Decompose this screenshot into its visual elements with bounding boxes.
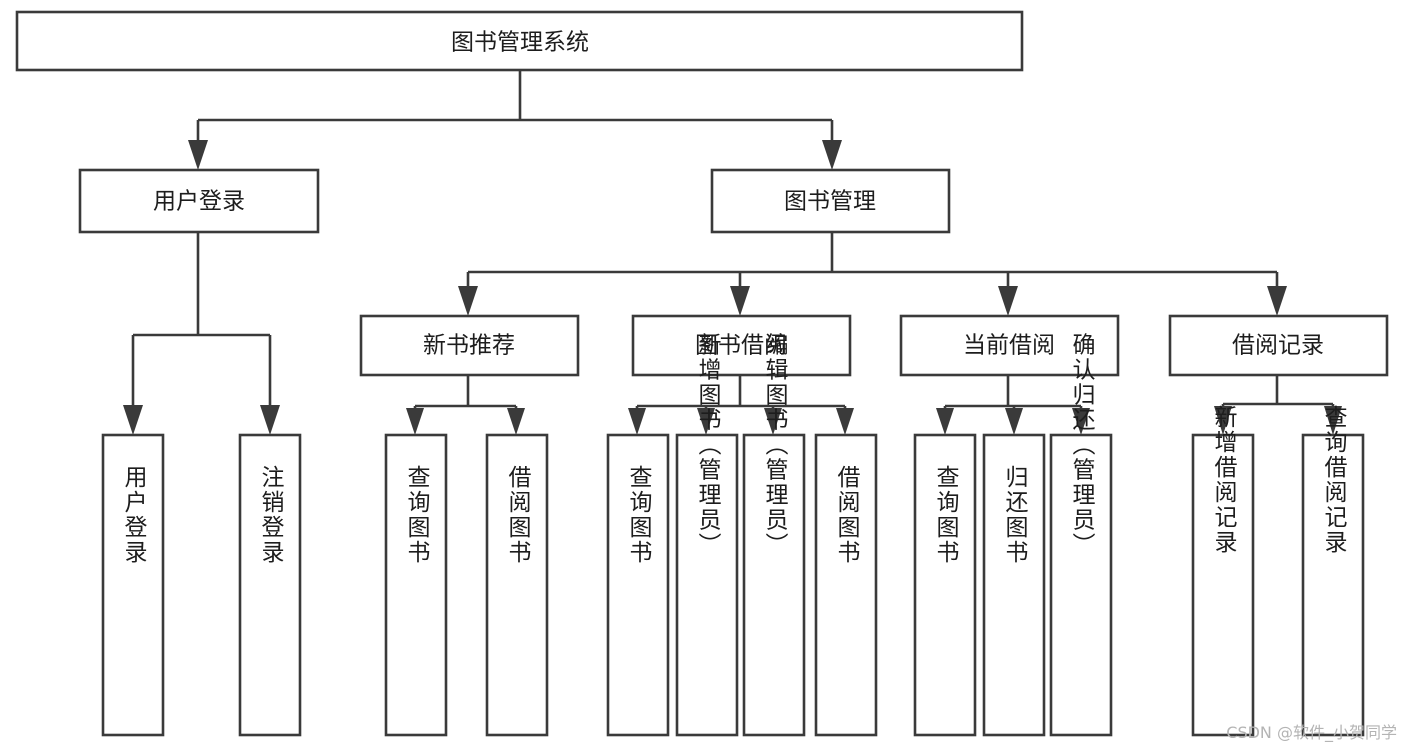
node-leaf-query-book-1-label: 查询图书: [403, 465, 431, 565]
node-leaf-borrow-book-2[interactable]: 借阅图书: [814, 433, 878, 737]
node-book-manage[interactable]: 图书管理: [710, 168, 951, 234]
node-leaf-borrow-book-1-label: 借阅图书: [504, 465, 532, 565]
arrow-head-new-book-rec: [458, 286, 478, 316]
node-leaf-return-book-box[interactable]: [982, 433, 1046, 737]
node-user-login-label: 用户登录: [153, 189, 245, 215]
arrow-head-leaf-query-record: [1324, 406, 1342, 435]
node-leaf-query-book-2-box[interactable]: [606, 433, 670, 737]
node-leaf-add-record[interactable]: 新增借阅记录: [1191, 405, 1255, 737]
node-leaf-user-login-label: 用户登录: [120, 465, 148, 565]
node-user-login-box[interactable]: [78, 168, 320, 234]
node-leaf-query-record[interactable]: 查询借阅记录: [1301, 405, 1365, 737]
node-leaf-return-book[interactable]: 归还图书: [982, 433, 1046, 737]
node-leaf-add-book[interactable]: 新增图书（管理员）: [675, 333, 739, 737]
node-book-borrow-label: 图书借阅: [695, 333, 787, 359]
node-leaf-user-login-box[interactable]: [101, 433, 165, 737]
arrow-head-current-borrow: [998, 286, 1018, 316]
arrow-head-leaf-user-logout: [260, 405, 280, 435]
node-leaf-query-book-2-label: 查询图书: [625, 465, 653, 565]
node-leaf-borrow-book-1[interactable]: 借阅图书: [485, 433, 549, 737]
node-new-book-rec[interactable]: 新书推荐: [359, 314, 580, 377]
node-leaf-edit-book-label: 编辑图书（管理员）: [761, 333, 789, 558]
node-borrow-record[interactable]: 借阅记录: [1168, 314, 1389, 377]
node-book-manage-label: 图书管理: [784, 189, 876, 215]
arrow-head-book-manage: [822, 140, 842, 170]
arrow-head-leaf-return-book: [1005, 408, 1023, 435]
arrow-head-borrow-record: [1267, 286, 1287, 316]
node-root[interactable]: 图书管理系统: [15, 10, 1024, 72]
arrow-head-user-login: [188, 140, 208, 170]
arrow-head-book-borrow: [730, 286, 750, 316]
node-leaf-return-book-label: 归还图书: [1001, 465, 1029, 565]
node-leaf-query-record-label: 查询借阅记录: [1320, 405, 1348, 555]
arrow-head-leaf-confirm-return: [1072, 408, 1090, 435]
node-leaf-query-book-3-label: 查询图书: [932, 465, 960, 565]
node-borrow-record-label: 借阅记录: [1232, 333, 1324, 359]
node-book-borrow-box[interactable]: [631, 314, 852, 377]
arrow-head-leaf-edit-book: [764, 408, 782, 435]
node-current-borrow-box[interactable]: [899, 314, 1120, 377]
node-leaf-query-book-1[interactable]: 查询图书: [384, 433, 448, 737]
node-leaf-add-book-label: 新增图书（管理员）: [694, 333, 722, 558]
node-leaf-query-book-1-box[interactable]: [384, 433, 448, 737]
node-current-borrow-label: 当前借阅: [963, 333, 1055, 359]
node-leaf-borrow-book-2-label: 借阅图书: [833, 465, 861, 565]
arrow-head-leaf-add-record: [1214, 406, 1232, 435]
connector-layer: [123, 70, 1342, 435]
node-new-book-rec-label: 新书推荐: [423, 333, 515, 359]
node-leaf-borrow-book-2-box[interactable]: [814, 433, 878, 737]
node-leaf-add-book-box[interactable]: [675, 433, 739, 737]
node-leaf-borrow-book-1-box[interactable]: [485, 433, 549, 737]
node-leaf-edit-book[interactable]: 编辑图书（管理员）: [742, 333, 806, 737]
arrow-head-leaf-query-book-1: [406, 408, 424, 435]
arrow-head-leaf-query-book-3: [936, 408, 954, 435]
arrow-head-leaf-borrow-book-2: [836, 408, 854, 435]
node-current-borrow[interactable]: 当前借阅: [899, 314, 1120, 377]
node-leaf-user-logout-label: 注销登录: [257, 465, 285, 565]
node-leaf-edit-book-box[interactable]: [742, 433, 806, 737]
node-leaf-user-login[interactable]: 用户登录: [101, 433, 165, 737]
arrow-head-leaf-user-login: [123, 405, 143, 435]
node-book-manage-box[interactable]: [710, 168, 951, 234]
node-leaf-query-book-3-box[interactable]: [913, 433, 977, 737]
node-leaf-add-record-box[interactable]: [1191, 433, 1255, 737]
node-new-book-rec-box[interactable]: [359, 314, 580, 377]
node-leaf-confirm-return[interactable]: 确认归还（管理员）: [1049, 333, 1113, 737]
node-leaf-user-logout[interactable]: 注销登录: [238, 433, 302, 737]
node-root-label: 图书管理系统: [451, 30, 589, 56]
arrow-head-leaf-query-book-2: [628, 408, 646, 435]
node-borrow-record-box[interactable]: [1168, 314, 1389, 377]
node-leaf-confirm-return-label: 确认归还（管理员）: [1068, 333, 1096, 558]
arrow-head-leaf-borrow-book-1: [507, 408, 525, 435]
node-leaf-add-record-label: 新增借阅记录: [1210, 405, 1238, 555]
node-leaf-query-record-box[interactable]: [1301, 433, 1365, 737]
node-leaf-user-logout-box[interactable]: [238, 433, 302, 737]
node-leaf-query-book-2[interactable]: 查询图书: [606, 433, 670, 737]
node-user-login[interactable]: 用户登录: [78, 168, 320, 234]
node-root-box[interactable]: [15, 10, 1024, 72]
node-leaf-confirm-return-box[interactable]: [1049, 433, 1113, 737]
node-leaf-query-book-3[interactable]: 查询图书: [913, 433, 977, 737]
arrow-head-leaf-add-book: [697, 408, 715, 435]
node-book-borrow[interactable]: 图书借阅: [631, 314, 852, 377]
